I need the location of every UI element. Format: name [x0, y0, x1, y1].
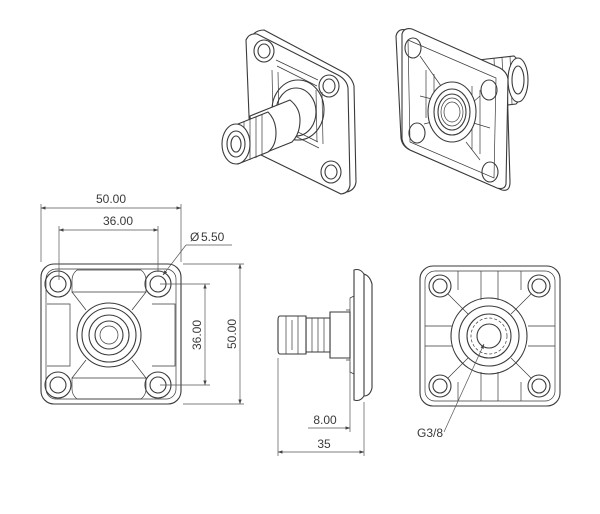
dim-hole-spacing-vertical: 36.00 — [190, 320, 204, 350]
front-view — [40, 263, 182, 405]
thread-leader — [443, 343, 485, 433]
dim-overall-height: 50.00 — [225, 319, 239, 349]
side-view — [277, 268, 373, 402]
dim-overall-width: 50.00 — [96, 192, 126, 206]
isometric-view-back — [395, 28, 529, 191]
front-view-dimensions — [40, 204, 244, 405]
dim-overall-length: 35 — [317, 437, 331, 451]
diameter-symbol: Ø — [190, 230, 199, 244]
isometric-view-front — [221, 29, 357, 195]
side-view-dimensions — [277, 358, 365, 456]
dim-hole-spacing-horizontal: 36.00 — [103, 214, 133, 228]
dim-plate-offset: 8.00 — [313, 413, 337, 427]
thread-callout: G3/8 — [417, 426, 443, 440]
dim-hole-diameter: 5.50 — [201, 230, 225, 244]
back-view — [419, 265, 561, 407]
